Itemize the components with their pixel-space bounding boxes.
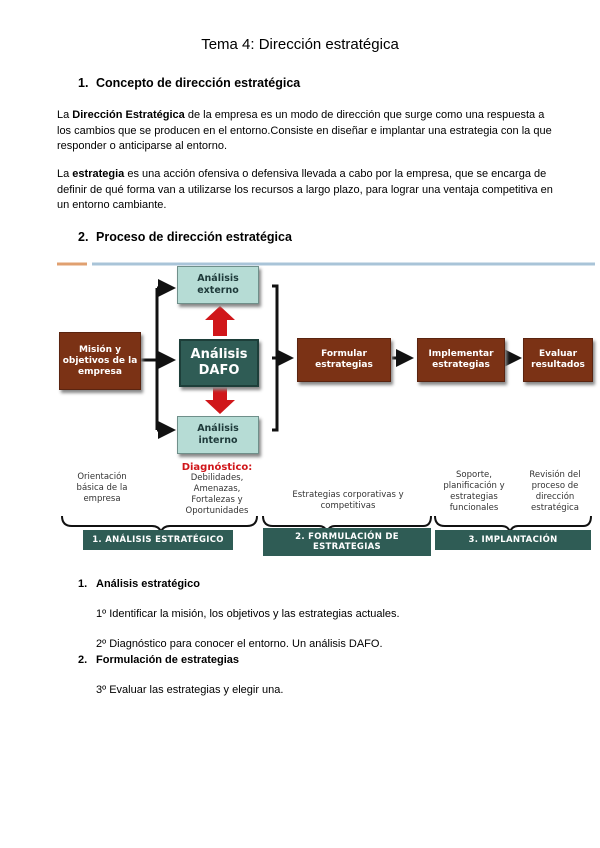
bold-term: estrategia: [72, 168, 125, 180]
list-item: 2º Diagnóstico para conocer el entorno. …: [96, 638, 383, 650]
phase-3-bar: 3. IMPLANTACIÓN: [435, 530, 591, 550]
paragraph-text: es una acción ofensiva o defensiva lleva…: [57, 168, 553, 211]
analisis-interno-box: Análisis interno: [177, 416, 259, 454]
note-orientacion: Orientación básica de la empresa: [76, 472, 128, 504]
section-2-heading: Proceso de dirección estratégica: [96, 230, 292, 244]
section-1-heading: Concepto de dirección estratégica: [96, 76, 301, 90]
analisis-dafo-box: Análisis DAFO: [179, 339, 259, 387]
page-title: Tema 4: Dirección estratégica: [201, 36, 399, 53]
implementar-estrategias-box: Implementar estrategias: [417, 338, 505, 382]
paragraph-text: de la empresa es un modo de dirección qu…: [57, 109, 552, 152]
note-revision: Revisión del proceso de dirección estrat…: [529, 470, 581, 513]
section-1-number: 1.: [78, 76, 89, 90]
note-diagnostico: Diagnóstico: Debilidades, Amenazas, Fort…: [175, 462, 259, 517]
list-number-1: 1.: [78, 578, 88, 590]
paragraph-text: La: [57, 168, 73, 180]
list-heading-1: Análisis estratégico: [96, 578, 200, 590]
phase-2-bar: 2. FORMULACIÓN DE ESTRATEGIAS: [263, 528, 431, 556]
diagram-connectors: [57, 262, 595, 536]
phase-1-bar: 1. ANÁLISIS ESTRATÉGICO: [83, 530, 233, 550]
note-diagnostico-title: Diagnóstico:: [181, 462, 253, 473]
note-estrategias: Estrategias corporativas y competitivas: [292, 490, 404, 511]
list-number-2: 2.: [78, 654, 88, 666]
paragraph-text: La: [57, 109, 73, 121]
note-diagnostico-body: Debilidades, Amenazas, Fortalezas y Opor…: [185, 473, 249, 516]
paragraph-estrategia: La estrategia es una acción ofensiva o d…: [57, 167, 557, 214]
evaluar-resultados-box: Evaluar resultados: [523, 338, 593, 382]
bold-term: Dirección Estratégica: [72, 109, 185, 121]
list-heading-2: Formulación de estrategias: [96, 654, 240, 666]
paragraph-direccion: La Dirección Estratégica de la empresa e…: [57, 108, 557, 155]
mision-box: Misión y objetivos de la empresa: [59, 332, 141, 390]
list-item: 1º Identificar la misión, los objetivos …: [96, 608, 400, 620]
list-item: 3º Evaluar las estrategias y elegir una.: [96, 684, 284, 696]
section-2-number: 2.: [78, 230, 89, 244]
formular-estrategias-box: Formular estrategias: [297, 338, 391, 382]
analisis-externo-box: Análisis externo: [177, 266, 259, 304]
process-diagram: Misión y objetivos de la empresa Análisi…: [57, 258, 595, 558]
note-soporte: Soporte, planificación y estrategias fun…: [443, 470, 505, 513]
